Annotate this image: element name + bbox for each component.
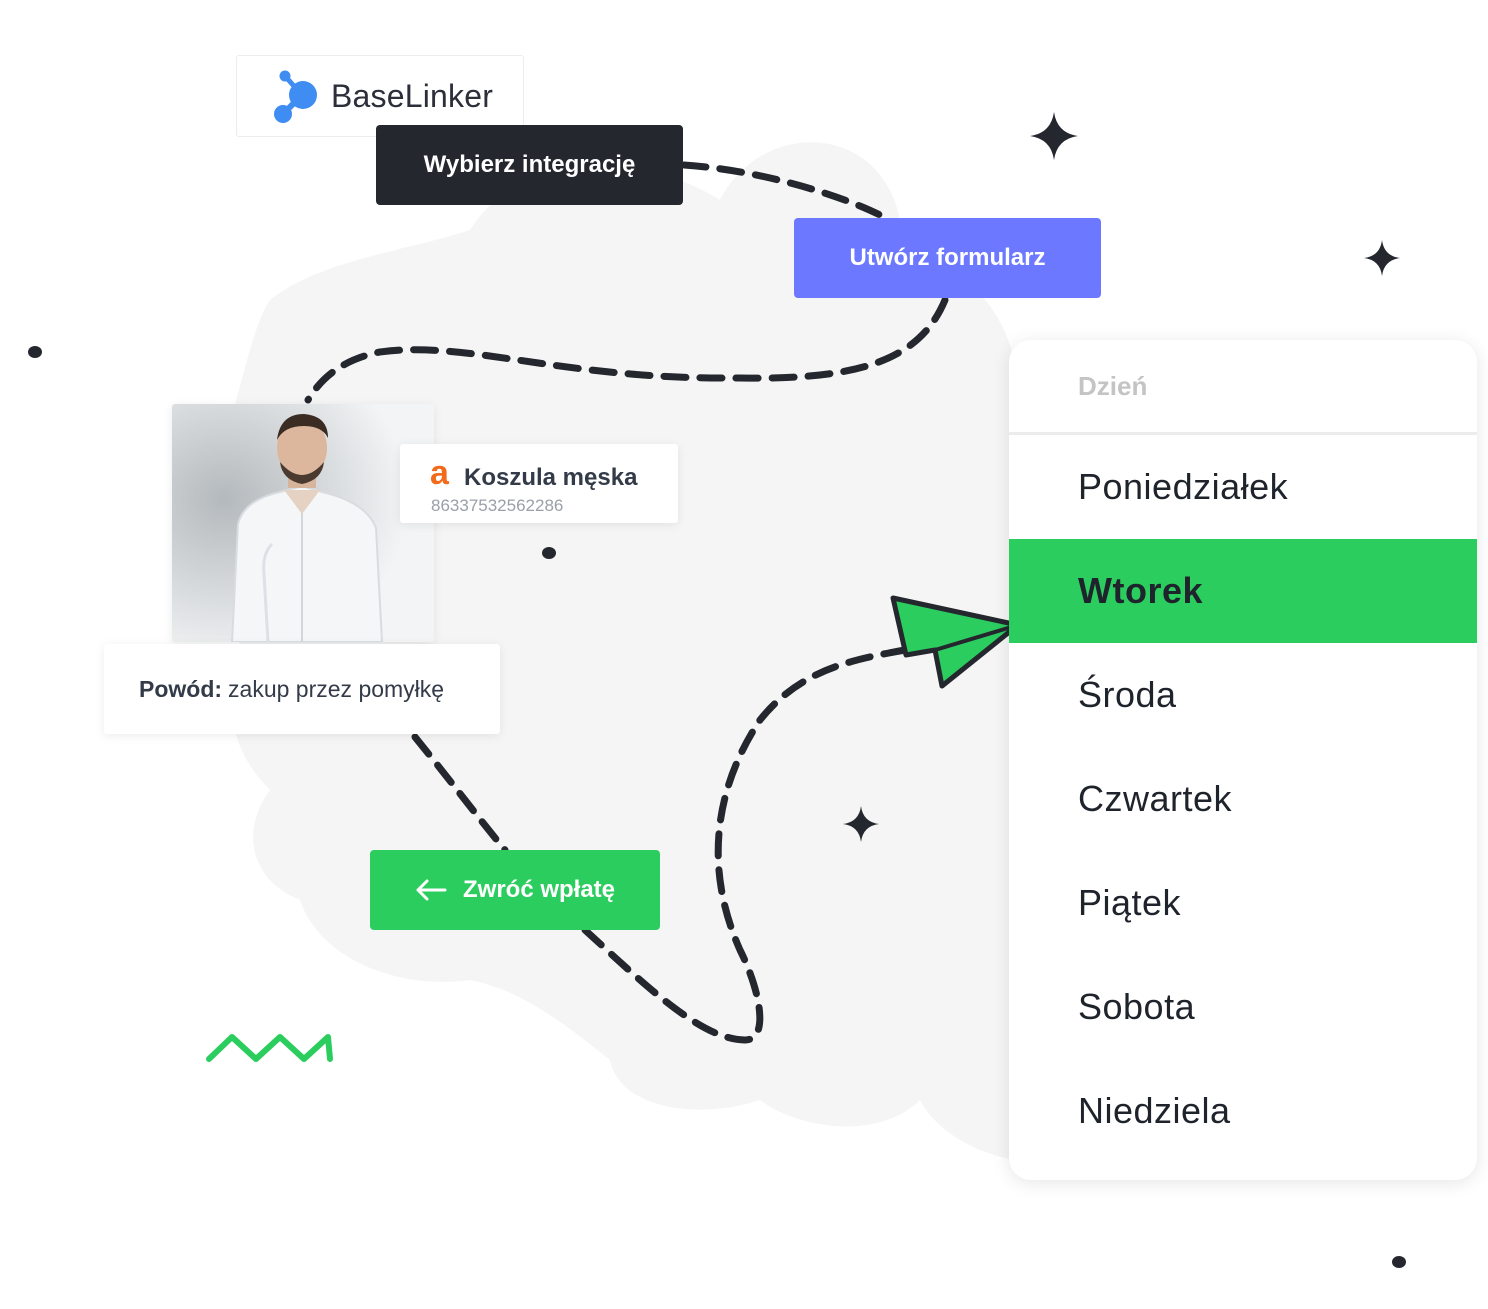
sparkle-star-icon <box>1364 240 1400 276</box>
sparkle-star-icon <box>843 806 879 842</box>
product-code: 86337532562286 <box>431 496 564 515</box>
day-option-label: Środa <box>1078 674 1177 715</box>
day-option[interactable]: Niedziela <box>1009 1059 1477 1163</box>
product-name: Koszula męska <box>464 464 638 491</box>
day-option[interactable]: Środa <box>1009 643 1477 747</box>
product-card: a Koszula męska 86337532562286 <box>400 444 678 523</box>
day-option-label: Niedziela <box>1078 1090 1231 1131</box>
day-picker-header-label: Dzień <box>1078 370 1148 401</box>
dashed-path-top <box>680 161 884 219</box>
day-option-label: Piątek <box>1078 882 1182 923</box>
sparkle-star-icon <box>1030 112 1078 160</box>
dashed-path-middle <box>304 296 949 404</box>
baselinker-logo-icon <box>274 70 317 123</box>
day-option-label: Sobota <box>1078 986 1196 1027</box>
day-option-label: Czwartek <box>1078 778 1233 819</box>
day-option-label: Wtorek <box>1078 570 1204 611</box>
dot-decoration <box>1392 1256 1406 1268</box>
choose-integration-button[interactable]: Wybierz integrację <box>376 125 683 205</box>
dot-decoration <box>28 346 42 358</box>
paper-plane-fold <box>934 623 1019 652</box>
dashed-path-lower <box>411 733 509 854</box>
amazon-a-icon: a <box>430 454 449 492</box>
refund-button[interactable]: Zwróć wpłatę <box>370 850 660 930</box>
refund-button-label: Zwróć wpłatę <box>462 876 616 903</box>
arrow-left-icon <box>416 879 447 901</box>
day-picker: Dzień Poniedziałek Wtorek Środa Czwartek… <box>1009 340 1477 1180</box>
day-option-label: Poniedziałek <box>1078 466 1289 507</box>
reason-value: zakup przez pomyłkę <box>228 675 445 702</box>
return-reason-card: Powód: zakup przez pomyłkę <box>104 644 500 734</box>
day-option[interactable]: Piątek <box>1009 851 1477 955</box>
man-in-shirt-photo-icon <box>172 404 434 642</box>
day-option[interactable]: Poniedziałek <box>1009 435 1477 539</box>
zigzag-decoration <box>206 1034 333 1062</box>
day-option-selected[interactable]: Wtorek <box>1009 539 1477 643</box>
dashed-path-plane <box>581 646 909 1044</box>
baselinker-logo-text: BaseLinker <box>331 77 494 114</box>
reason-label: Powód: <box>139 675 223 702</box>
day-option[interactable]: Sobota <box>1009 955 1477 1059</box>
day-picker-header: Dzień <box>1009 340 1477 435</box>
dot-decoration <box>542 547 556 559</box>
create-form-button[interactable]: Utwórz formularz <box>794 218 1101 298</box>
product-photo <box>172 404 434 642</box>
day-option[interactable]: Czwartek <box>1009 747 1477 851</box>
baselinker-logo: BaseLinker <box>236 55 524 137</box>
